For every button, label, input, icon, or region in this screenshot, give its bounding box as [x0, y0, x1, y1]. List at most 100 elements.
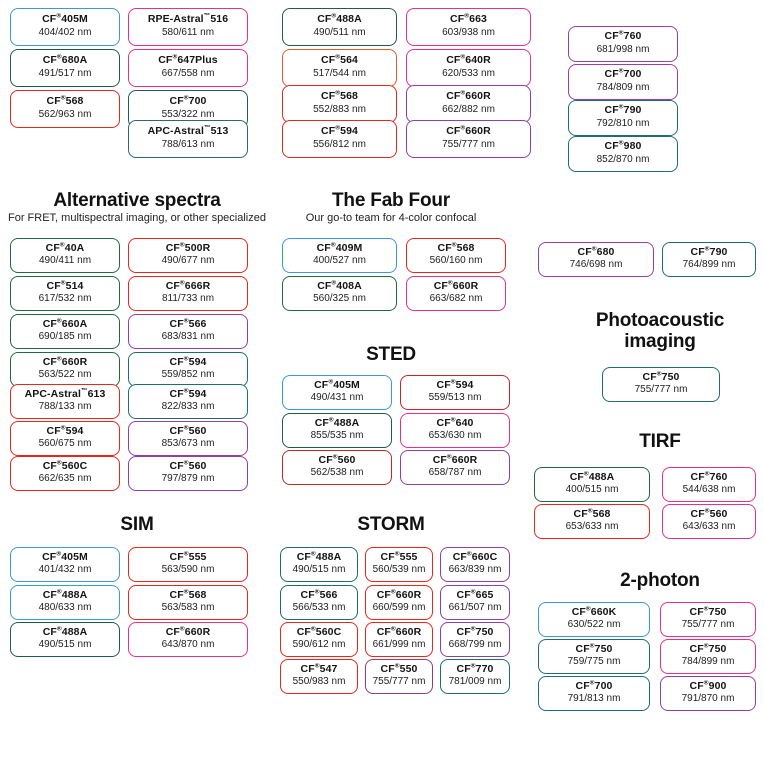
dye-name: CF®660A — [42, 317, 88, 330]
trademark-symbol: ® — [618, 103, 624, 111]
section-title-alternative-spectra: Alternative spectra — [53, 190, 221, 211]
trademark-symbol: ® — [470, 625, 476, 633]
dye-name: CF®560C — [296, 625, 342, 638]
dye-name: CF®488A — [42, 588, 88, 601]
section-title-storm: STORM — [357, 514, 425, 535]
dye-spectra: 490/515 nm — [292, 564, 346, 576]
trademark-symbol: ® — [470, 662, 476, 670]
dye-name: CF®700 — [604, 67, 642, 81]
dye-spectra: 653/633 nm — [565, 521, 619, 533]
dye-spectra: 643/633 nm — [682, 521, 736, 533]
trademark-symbol: ® — [60, 424, 66, 432]
trademark-symbol: ® — [183, 94, 189, 102]
dye-spectra: 490/515 nm — [38, 639, 92, 651]
trademark-symbol: ® — [460, 124, 466, 132]
trademark-symbol: ® — [328, 416, 334, 424]
dye-name: CF®568 — [46, 94, 84, 108]
section-subtitle-the-fab-four: Our go-to team for 4-color confocal — [305, 212, 477, 224]
dye-spectra: 791/813 nm — [567, 693, 621, 705]
dye-spectra: 563/522 nm — [38, 369, 92, 381]
dye-spectra: 490/411 nm — [38, 255, 92, 267]
dye-name: CF®564 — [321, 53, 358, 67]
dye-name: CF®488A — [569, 470, 615, 483]
dye-spectra: 544/638 nm — [682, 484, 736, 496]
dye-name: CF®760 — [604, 29, 642, 43]
dye-name: CF®660R — [165, 625, 211, 638]
